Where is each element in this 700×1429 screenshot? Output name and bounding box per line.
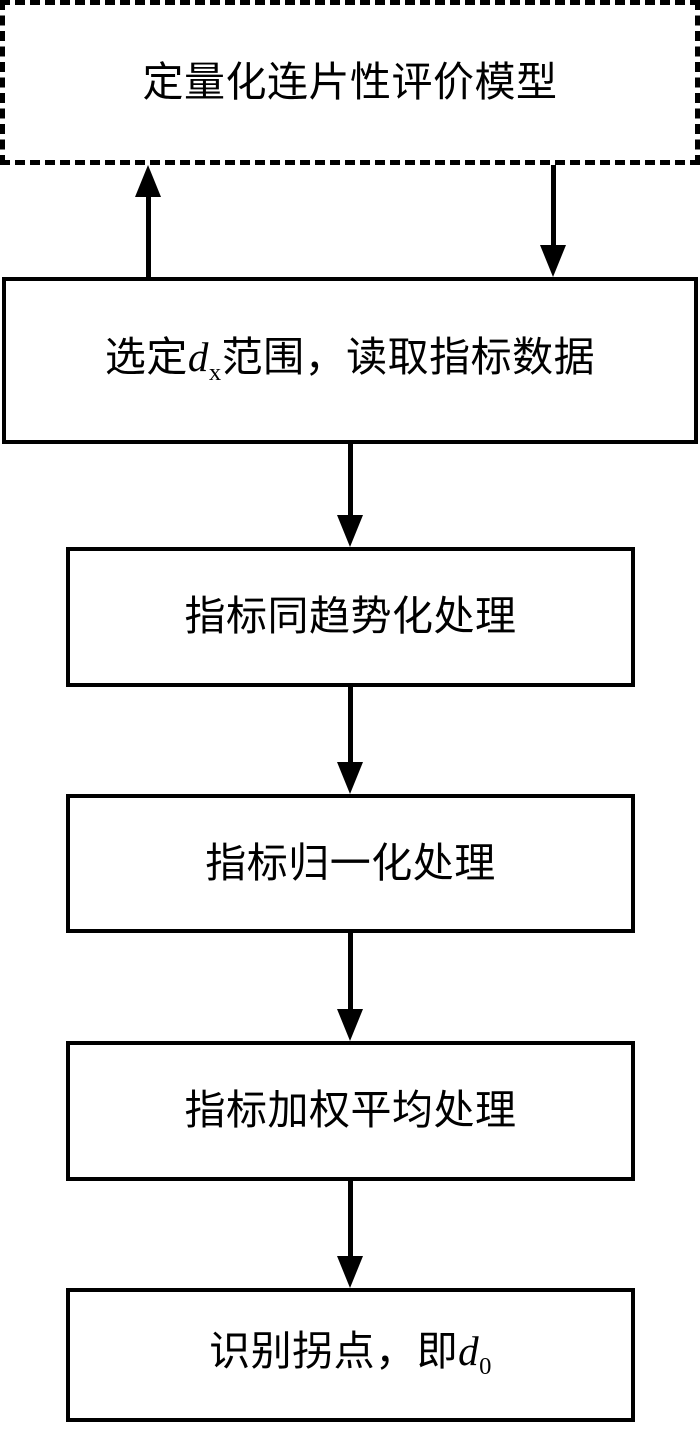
connector-weighted-to-inflection [337,1181,363,1288]
node-trend-processing: 指标同趋势化处理 [66,547,635,687]
node-trend-processing-label: 指标同趋势化处理 [184,593,517,640]
subscript-zero: 0 [479,1353,492,1381]
variable-d: d [458,1328,480,1375]
node-weighted-average: 指标加权平均处理 [66,1041,635,1181]
arrowhead-down-icon [337,1009,363,1041]
arrowhead-down-icon [337,762,363,794]
connector-range-to-model [135,165,161,277]
variable-d: d [187,333,209,380]
node-select-range-suffix: 范围，读取指标数据 [221,333,596,380]
connector-stem [146,191,151,277]
node-quantitative-model: 定量化连片性评价模型 [0,0,700,165]
arrowhead-down-icon [337,1256,363,1288]
node-select-range-prefix: 选定 [104,333,188,380]
arrowhead-down-icon [337,515,363,547]
connector-normalize-to-weighted [337,933,363,1041]
connector-trend-to-normalize [337,687,363,794]
node-weighted-average-label: 指标加权平均处理 [184,1087,517,1134]
connector-stem [348,687,353,764]
node-select-range: 选定dx范围，读取指标数据 [2,277,698,444]
node-normalization: 指标归一化处理 [66,794,635,933]
connector-stem [348,933,353,1011]
node-identify-inflection: 识别拐点，即d0 [66,1288,635,1422]
connector-stem [348,444,353,517]
node-normalization-label: 指标归一化处理 [205,839,496,886]
connector-range-to-trend [337,444,363,547]
subscript-x: x [208,359,222,387]
connector-stem [348,1181,353,1258]
node-select-range-label: 选定dx范围，读取指标数据 [104,333,596,387]
node-identify-inflection-prefix: 识别拐点，即 [209,1328,459,1375]
node-identify-inflection-label: 识别拐点，即d0 [209,1328,492,1381]
arrowhead-down-icon [540,245,566,277]
connector-model-to-range [540,165,566,277]
connector-stem [551,165,556,251]
node-quantitative-model-label: 定量化连片性评价模型 [142,58,558,105]
